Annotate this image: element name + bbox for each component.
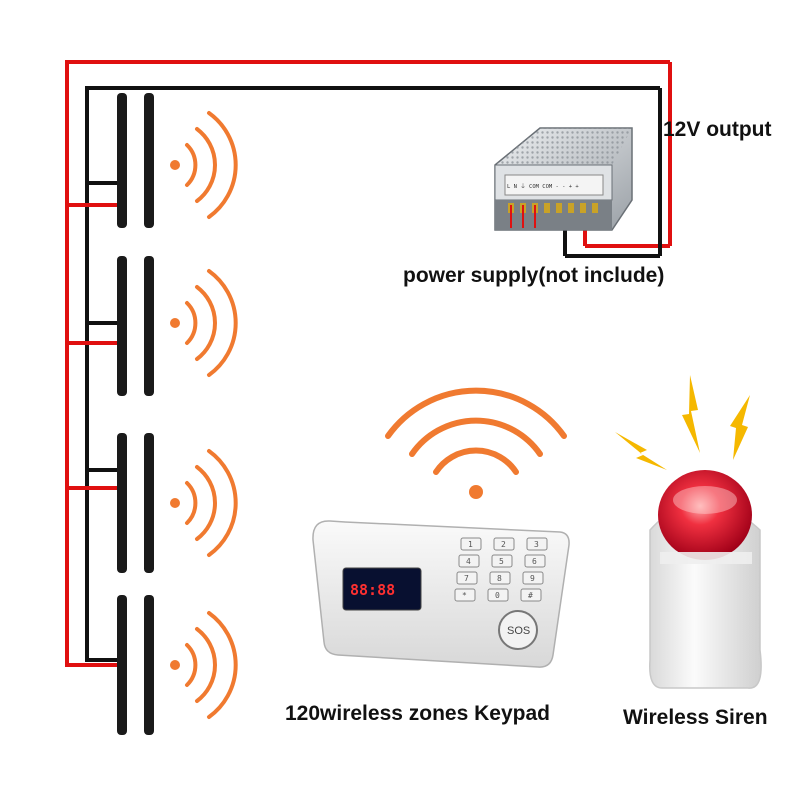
beam-detector-1	[117, 93, 154, 228]
keypad-key-label: #	[528, 591, 533, 600]
wiring	[65, 60, 672, 667]
siren-label: Wireless Siren	[623, 706, 768, 729]
keypad-key-label: 2	[501, 540, 506, 549]
keypad-key[interactable]	[520, 588, 542, 602]
keypad-key-label: 7	[464, 574, 469, 583]
psu-terminal-labels: L N ⏚ COM COM - - + +	[507, 183, 579, 190]
keypad-keys: 1 2 3 4 5 6 7 8 9 * 0 #	[454, 537, 548, 602]
beam-detector-2	[117, 256, 154, 396]
keypad-key[interactable]	[454, 588, 476, 602]
keypad-key-label: 4	[466, 557, 471, 566]
sos-label: SOS	[507, 625, 530, 637]
keypad-label: 120wireless zones Keypad	[285, 702, 550, 725]
keypad-key[interactable]	[526, 537, 548, 551]
keypad-key-label: 6	[532, 557, 537, 566]
keypad-signal-icon	[385, 387, 567, 499]
keypad-key-label: 5	[499, 557, 504, 566]
keypad-key-label: 1	[468, 540, 473, 549]
keypad-key[interactable]	[489, 571, 511, 585]
keypad-key[interactable]	[522, 571, 544, 585]
output-label: 12V output	[663, 118, 772, 141]
lightning-icon	[682, 375, 700, 453]
keypad-key-label: 8	[497, 574, 502, 583]
lightning-icon	[730, 395, 750, 460]
wireless-signal-icon	[170, 269, 238, 377]
beam-detector-4	[117, 595, 154, 735]
keypad-key[interactable]	[460, 537, 482, 551]
keypad-key[interactable]	[491, 554, 513, 568]
wireless-signal-icon	[170, 111, 238, 219]
wireless-signal-icon	[170, 611, 238, 719]
keypad-key-label: 0	[495, 591, 500, 600]
lcd-display	[342, 567, 422, 611]
positive-wire	[65, 60, 670, 667]
keypad-key[interactable]	[458, 554, 480, 568]
wireless-signal-icon	[170, 449, 238, 557]
negative-wire	[85, 86, 660, 662]
power-supply-unit: L N ⏚ COM COM - - + +	[494, 127, 633, 231]
keypad-key-label: *	[462, 591, 467, 600]
lcd-digits: 88:88	[350, 581, 395, 599]
keypad-key[interactable]	[524, 554, 546, 568]
keypad-key[interactable]	[493, 537, 515, 551]
keypad-key[interactable]	[456, 571, 478, 585]
sos-button[interactable]	[498, 610, 538, 650]
keypad-key-label: 9	[530, 574, 535, 583]
keypad-key[interactable]	[487, 588, 509, 602]
lightning-icon	[615, 432, 667, 470]
alarm-keypad: 88:88 1 2 3 4 5 6 7 8 9 * 0 # SOS	[312, 520, 570, 668]
keypad-key-label: 3	[534, 540, 539, 549]
power-supply-label: power supply(not include)	[403, 264, 665, 287]
siren-lens	[658, 470, 752, 560]
wireless-siren	[649, 470, 762, 689]
beam-detector-3	[117, 433, 154, 573]
